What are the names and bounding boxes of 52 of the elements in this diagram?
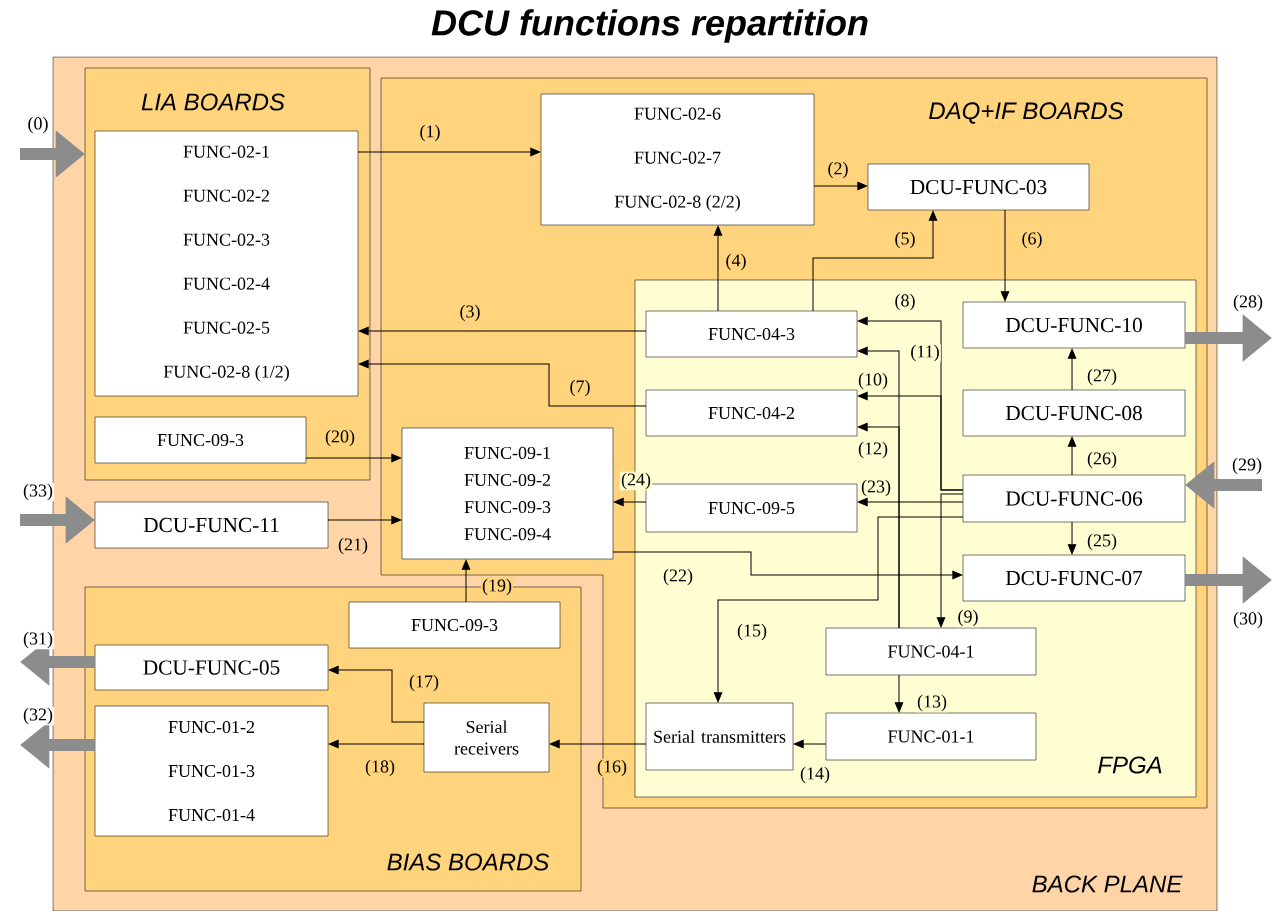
arrow bbox=[713, 225, 723, 312]
arrow bbox=[812, 210, 938, 312]
function-box: FUNC-01-1 bbox=[825, 712, 1037, 761]
function-box: DCU-FUNC-05 bbox=[94, 644, 329, 691]
arrow bbox=[305, 453, 402, 463]
arrow bbox=[1000, 209, 1010, 302]
edge-label: (30) bbox=[1231, 610, 1265, 630]
arrow bbox=[713, 516, 964, 703]
arrow bbox=[612, 551, 963, 580]
edge-label: (32) bbox=[21, 706, 55, 726]
function-box: FUNC-04-3 bbox=[645, 310, 858, 358]
function-box: DCU-FUNC-10 bbox=[962, 301, 1186, 349]
arrow bbox=[549, 739, 647, 749]
function-box: DCU-FUNC-08 bbox=[962, 389, 1186, 437]
function-box: DCU-FUNC-06 bbox=[962, 474, 1186, 523]
arrow bbox=[1067, 348, 1077, 391]
arrow bbox=[857, 391, 964, 491]
function-box: FUNC-01-2 FUNC-01-3 FUNC-01-4 bbox=[94, 705, 329, 837]
arrow bbox=[1067, 521, 1077, 555]
function-box: FUNC-02-1 FUNC-02-2 FUNC-02-3 FUNC-02-4 FUNC-02-5 FUNC-02-8 (1/2) bbox=[94, 130, 359, 397]
function-box: DCU-FUNC-03 bbox=[867, 163, 1090, 211]
edge-label: (31) bbox=[21, 630, 55, 650]
arrow bbox=[857, 497, 964, 507]
arrow bbox=[328, 739, 425, 749]
arrow bbox=[894, 674, 904, 713]
edge-label: (33) bbox=[21, 482, 55, 502]
function-box: FUNC-09-3 bbox=[94, 416, 307, 464]
function-box: DCU-FUNC-07 bbox=[962, 554, 1186, 602]
function-box: DCU-FUNC-11 bbox=[94, 501, 329, 549]
edge-label: (28) bbox=[1231, 293, 1265, 313]
function-box: FUNC-09-3 bbox=[348, 601, 561, 649]
arrow bbox=[328, 665, 425, 723]
arrow bbox=[357, 147, 541, 157]
arrow bbox=[613, 497, 647, 507]
arrow bbox=[358, 359, 647, 407]
function-box: Serial transmitters bbox=[645, 702, 794, 771]
arrow bbox=[813, 181, 868, 191]
edge-label: (0) bbox=[26, 115, 50, 135]
arrow bbox=[358, 326, 647, 336]
title: DCU functions repartition bbox=[431, 9, 868, 43]
function-box: FUNC-02-6 FUNC-02-7 FUNC-02-8 (2/2) bbox=[540, 93, 815, 226]
arrow bbox=[936, 493, 964, 628]
arrow bbox=[1067, 436, 1077, 476]
edge-label: (29) bbox=[1230, 456, 1264, 476]
function-box: FUNC-04-2 bbox=[645, 389, 858, 437]
arrow bbox=[327, 515, 402, 525]
arrow bbox=[857, 422, 900, 629]
function-box: FUNC-09-1 FUNC-09-2 FUNC-09-3 FUNC-09-4 bbox=[401, 427, 614, 560]
arrow bbox=[461, 559, 471, 603]
function-box: FUNC-04-1 bbox=[825, 627, 1037, 676]
arrow bbox=[793, 739, 827, 749]
function-box: Serial receivers bbox=[423, 702, 550, 773]
